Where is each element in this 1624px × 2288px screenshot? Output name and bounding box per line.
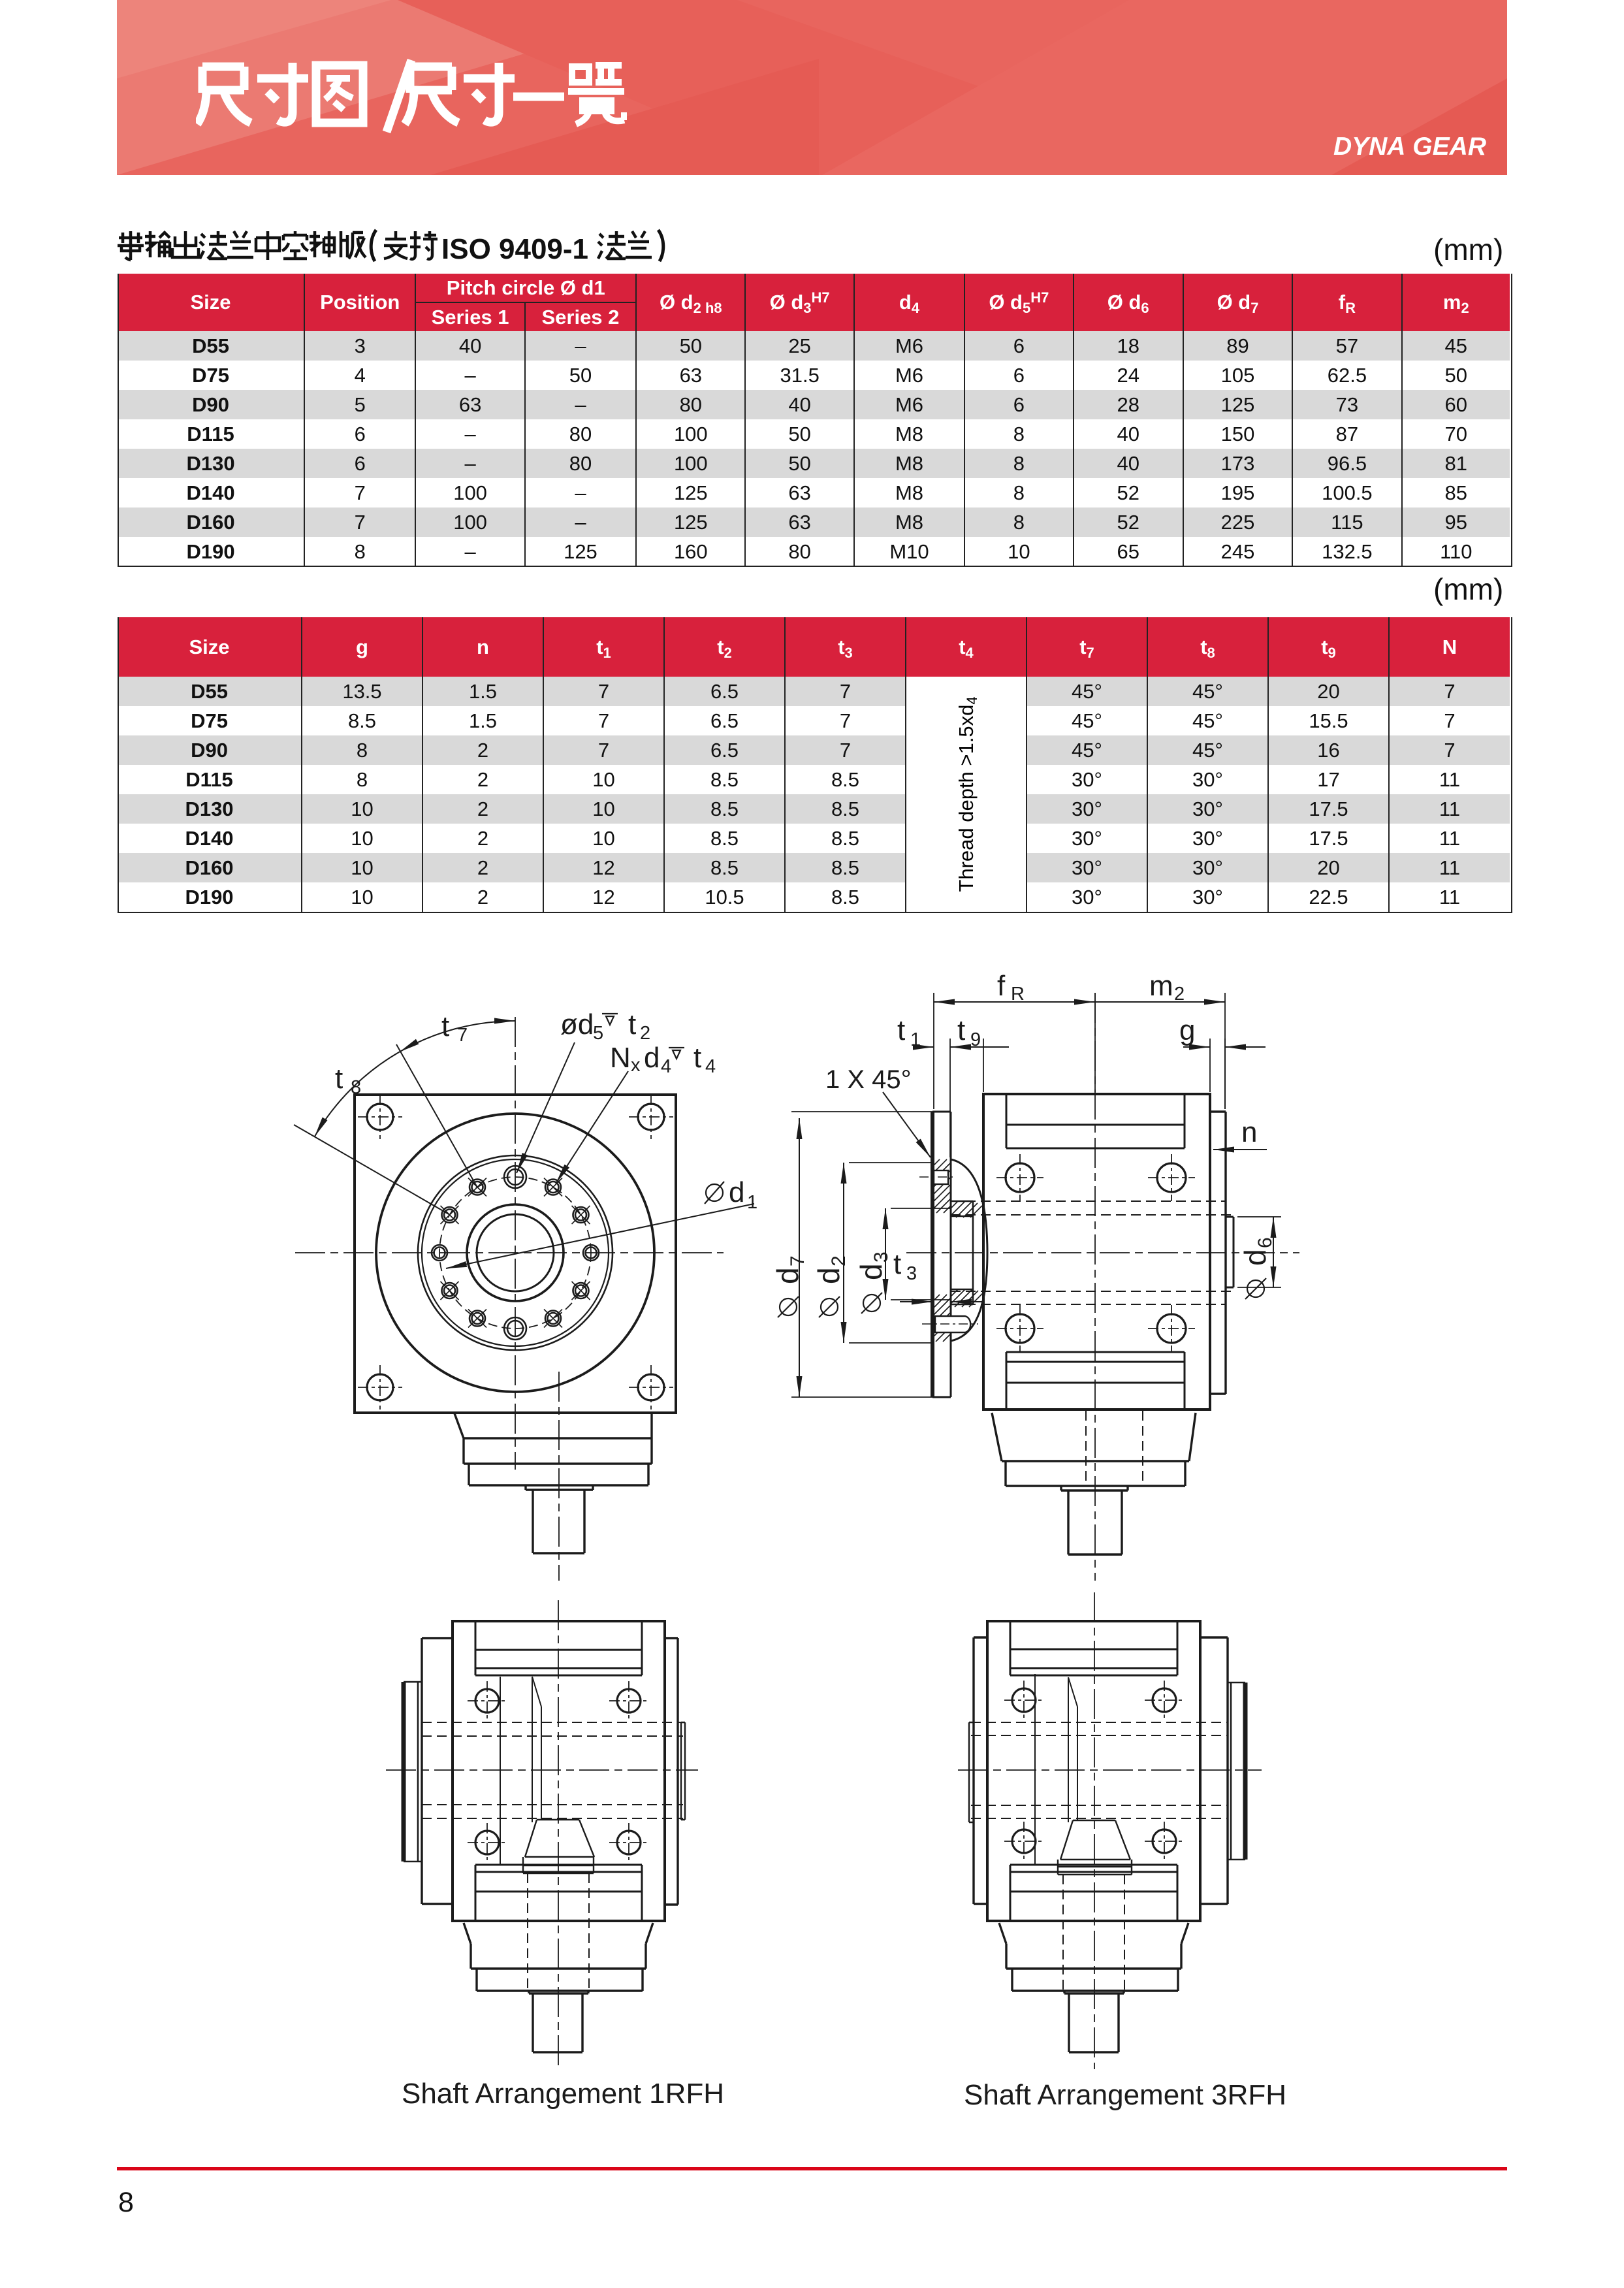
svg-text:x: x xyxy=(631,1055,641,1076)
svg-text:5: 5 xyxy=(593,1023,603,1044)
svg-text:n: n xyxy=(1241,1116,1257,1148)
svg-text:ISO 9409-1: ISO 9409-1 xyxy=(441,233,588,265)
svg-text:2: 2 xyxy=(828,1255,850,1266)
svg-text:4: 4 xyxy=(705,1056,716,1077)
svg-text:f: f xyxy=(997,970,1006,1002)
svg-text:Shaft Arrangement 3RFH: Shaft Arrangement 3RFH xyxy=(964,2079,1286,2111)
svg-text:t: t xyxy=(335,1063,343,1095)
svg-text:d: d xyxy=(1238,1249,1272,1266)
svg-text:8: 8 xyxy=(351,1077,361,1098)
svg-text:ød: ød xyxy=(560,1008,594,1040)
svg-text:7: 7 xyxy=(787,1255,808,1266)
svg-text:m: m xyxy=(1149,970,1173,1002)
svg-text:2: 2 xyxy=(1174,984,1185,1005)
svg-text:2: 2 xyxy=(640,1023,650,1044)
svg-text:t: t xyxy=(957,1014,965,1046)
svg-text:d: d xyxy=(854,1263,888,1280)
svg-text:g: g xyxy=(1179,1014,1195,1046)
svg-text:d: d xyxy=(729,1176,744,1208)
svg-text:t: t xyxy=(893,1248,901,1280)
svg-text:3: 3 xyxy=(870,1251,892,1263)
svg-text:1: 1 xyxy=(747,1192,757,1213)
svg-text:t: t xyxy=(693,1042,701,1074)
svg-text:9: 9 xyxy=(970,1029,981,1050)
svg-text:t: t xyxy=(628,1008,636,1040)
svg-text:1 X 45°: 1 X 45° xyxy=(825,1065,912,1094)
svg-text:d: d xyxy=(812,1267,846,1284)
svg-text:d: d xyxy=(644,1042,660,1074)
svg-text:1: 1 xyxy=(910,1029,921,1050)
svg-text:d: d xyxy=(771,1267,804,1284)
svg-text:4: 4 xyxy=(661,1056,671,1077)
svg-text:N: N xyxy=(610,1042,631,1074)
svg-text:t: t xyxy=(897,1014,905,1046)
svg-text:t: t xyxy=(441,1010,449,1042)
svg-text:6: 6 xyxy=(1254,1237,1276,1248)
svg-text:7: 7 xyxy=(457,1025,468,1046)
svg-text:R: R xyxy=(1011,984,1025,1005)
svg-text:Shaft Arrangement 1RFH: Shaft Arrangement 1RFH xyxy=(402,2078,724,2110)
svg-text:3: 3 xyxy=(906,1263,917,1284)
